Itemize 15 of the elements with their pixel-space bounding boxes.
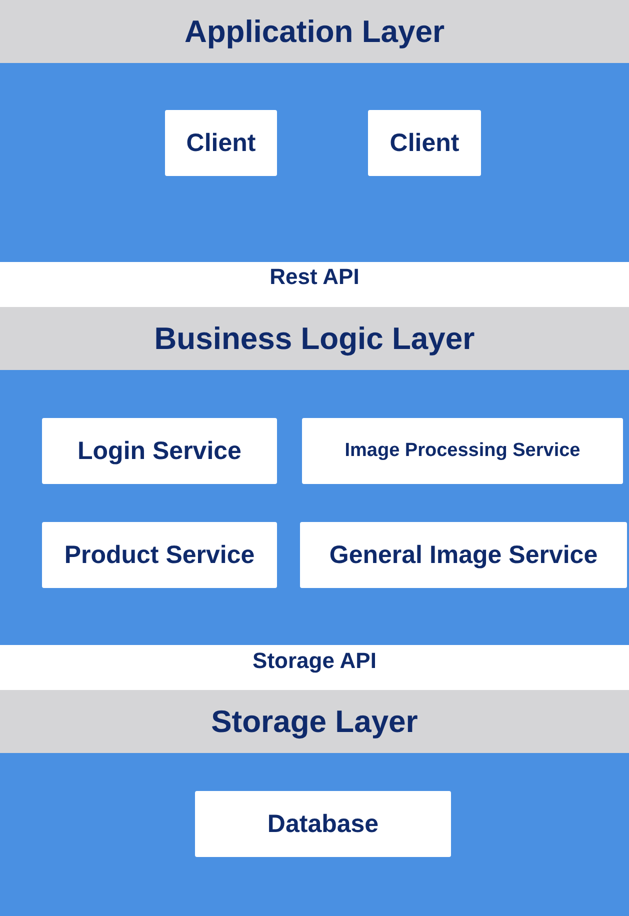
layer-title: Storage Layer [210,703,419,741]
layer-band [0,690,629,916]
service-box: Database [195,791,451,857]
service-box: Image Processing Service [302,418,623,484]
layer-title: Application Layer [183,13,446,51]
layer-band [0,0,629,262]
service-box: Client [165,110,277,176]
service-box: Login Service [42,418,277,484]
service-box: General Image Service [300,522,627,588]
service-box: Product Service [42,522,277,588]
service-box: Client [368,110,481,176]
layer-title: Business Logic Layer [153,320,476,358]
interface-label: Rest API [268,264,360,290]
interface-label: Storage API [252,648,378,674]
layer-band [0,307,629,645]
